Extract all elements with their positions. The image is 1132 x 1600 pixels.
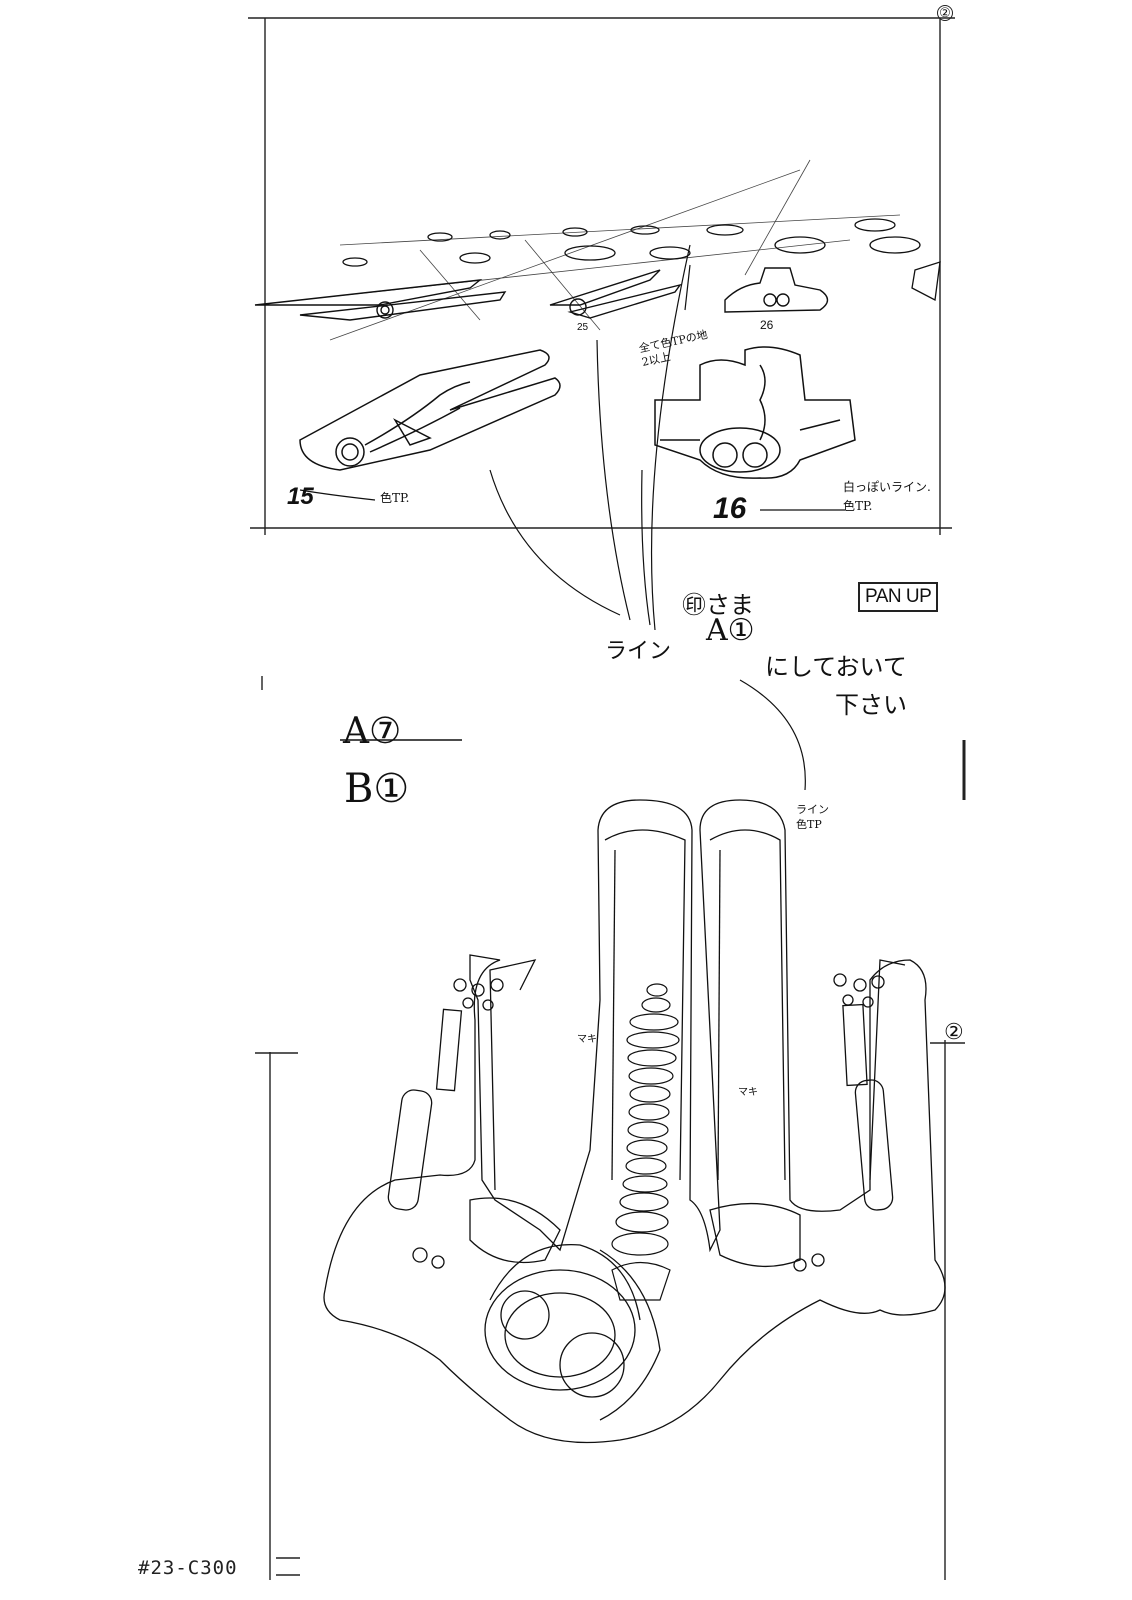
perspective-lines — [299, 159, 901, 341]
line-color-note: ライン 色TP — [796, 802, 829, 833]
line-color-note-line1: ライン — [796, 803, 829, 816]
frame-number-25: 25 — [577, 322, 589, 333]
panel-frame — [248, 17, 966, 1580]
mid-pods — [254, 267, 829, 321]
a1-note: A① — [706, 613, 755, 648]
color-note-right: 白っぽいライン. 色TP. — [843, 478, 931, 516]
b1-note: B① — [344, 766, 410, 812]
frame-number-26: 26 — [760, 318, 774, 332]
large-pod-right — [654, 346, 856, 479]
combine-note: にしておいて — [765, 653, 907, 681]
line-note: ライン — [605, 639, 672, 664]
spine — [611, 983, 680, 1301]
color-note-left: 色TP. — [380, 491, 410, 505]
move-note: ㊞さま — [682, 591, 754, 619]
color-note-right-line2: 色TP. — [843, 499, 873, 514]
page-mark-right: ② — [944, 1020, 964, 1045]
color-note-right-line1: 白っぽいライン. — [843, 480, 931, 494]
please-note: 下さい — [835, 691, 907, 719]
frame-number-16: 16 — [713, 492, 747, 525]
panup-stamp: PAN UP — [858, 582, 939, 612]
large-pod-left — [299, 349, 561, 471]
maki-note-2: マキ — [738, 1087, 758, 1098]
distant-pods — [342, 218, 941, 302]
annotation-arrows — [299, 244, 845, 791]
page-mark-top: ② — [937, 5, 953, 21]
af-struck-note: A⑦ — [343, 711, 402, 752]
maki-note-1: マキ — [577, 1034, 597, 1045]
frame-number-15: 15 — [287, 483, 314, 510]
cut-id-label: #23-C300 — [138, 1557, 238, 1579]
skeleton-pod — [323, 799, 946, 1444]
line-color-note-line2: 色TP — [796, 818, 822, 832]
